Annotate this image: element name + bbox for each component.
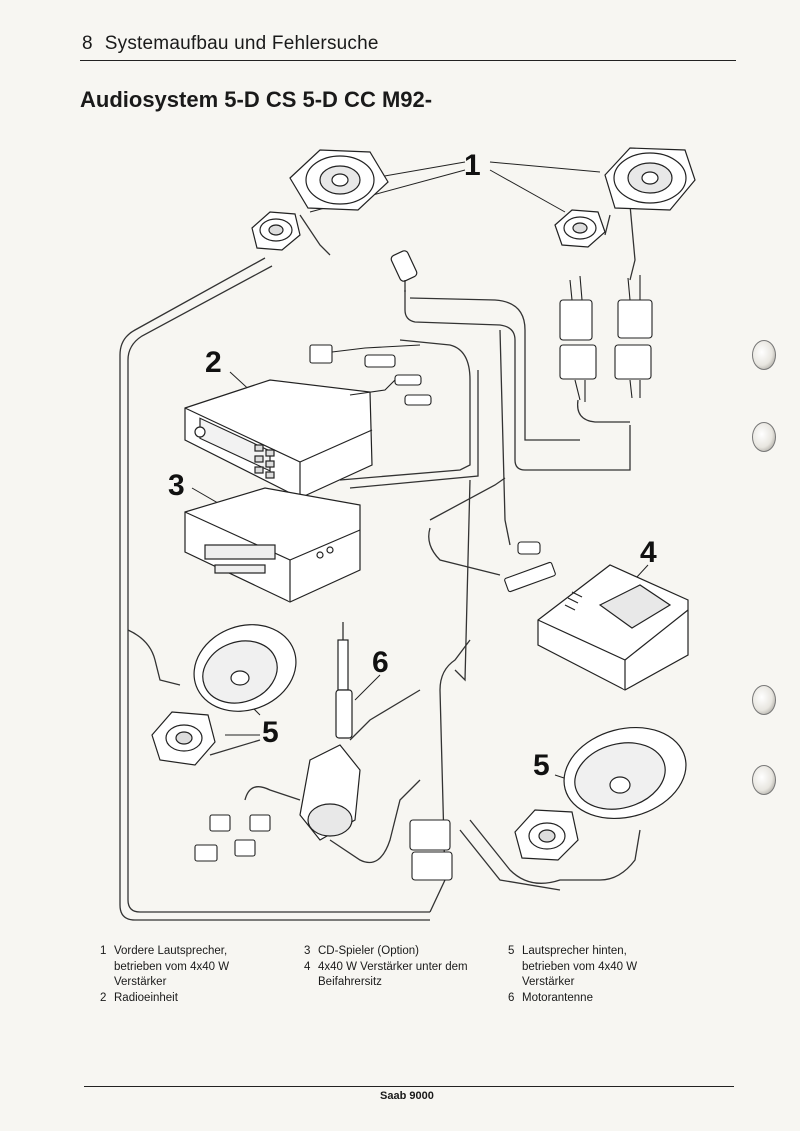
front-speaker-left <box>289 149 389 211</box>
page-header: 8 Systemaufbau und Fehlersuche <box>82 33 379 55</box>
callout-6: 6 <box>372 646 389 679</box>
antenna-plugs <box>194 814 271 862</box>
cd-player <box>184 487 361 603</box>
page-title: Audiosystem 5-D CS 5-D CC M92- <box>80 87 433 112</box>
front-speaker-right <box>604 147 696 211</box>
footer-rule <box>84 1086 734 1087</box>
callout-2: 2 <box>205 346 222 379</box>
callout-4: 4 <box>640 536 657 569</box>
binder-hole <box>752 422 776 452</box>
radio-unit <box>184 379 373 499</box>
callout-3: 3 <box>168 469 185 502</box>
motor-antenna <box>299 622 361 841</box>
rear-speaker-right <box>563 726 687 820</box>
binder-hole <box>752 765 776 795</box>
front-tweeter-left <box>251 211 301 251</box>
binder-hole <box>752 340 776 370</box>
rear-tweeter-right <box>514 809 579 861</box>
front-connectors <box>559 275 653 402</box>
antenna-connector <box>390 250 418 292</box>
rear-tweeter-left <box>151 711 216 766</box>
radio-cables <box>309 344 432 406</box>
footer-label: Saab 9000 <box>380 1090 434 1102</box>
front-tweeter-right <box>554 209 606 248</box>
wiring-diagram: 1 2 3 4 5 5 6 <box>119 147 696 921</box>
rear-connectors <box>409 819 453 881</box>
callout-5-right: 5 <box>533 749 550 782</box>
header-rule <box>80 60 736 61</box>
rear-speaker-left <box>193 624 297 712</box>
amp-connectors <box>504 541 556 593</box>
page-number: 8 <box>82 33 93 54</box>
binder-hole <box>752 685 776 715</box>
callout-5-left: 5 <box>262 716 279 749</box>
amplifier <box>537 564 689 691</box>
section-title: Systemaufbau und Fehlersuche <box>104 33 379 54</box>
callout-1: 1 <box>464 149 481 182</box>
